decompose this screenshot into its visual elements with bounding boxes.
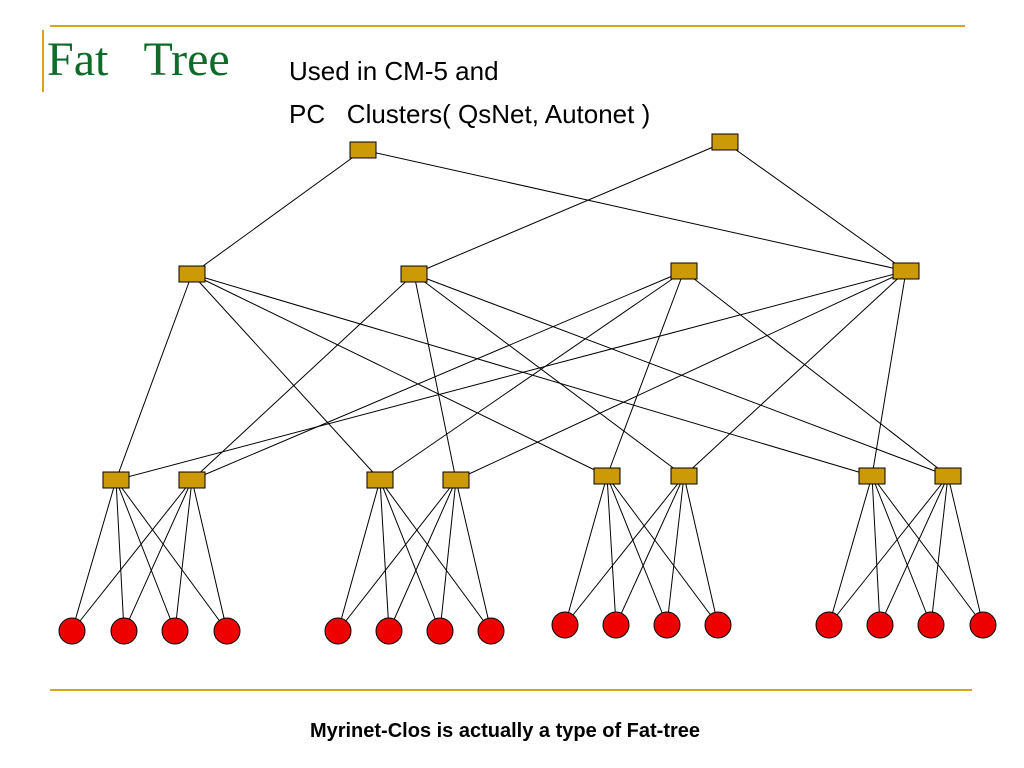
link-line — [828, 475, 949, 626]
link-line — [879, 475, 949, 626]
link-line — [828, 475, 873, 626]
bottom-rule — [50, 689, 972, 691]
compute-node — [161, 617, 189, 645]
compute-node — [653, 611, 681, 639]
link-line — [871, 475, 881, 626]
slide-caption: Myrinet-Clos is actually a type of Fat-t… — [309, 720, 701, 742]
subtitle-line-2: PC Clusters( QsNet, Autonet ) — [289, 99, 651, 129]
link-line — [115, 273, 193, 481]
link-line — [683, 270, 907, 477]
link-line — [666, 475, 685, 626]
link-line — [606, 475, 617, 626]
edge-switch — [102, 471, 130, 489]
link-line — [379, 479, 492, 632]
link-line — [191, 479, 228, 632]
link-line — [191, 149, 364, 275]
link-line — [615, 475, 685, 626]
link-line — [413, 273, 685, 477]
link-line — [362, 149, 907, 272]
compute-node — [969, 611, 997, 639]
compute-node — [426, 617, 454, 645]
link-line — [455, 479, 492, 632]
link-line — [947, 475, 984, 626]
subtitle-line-1: Used in CM-5 and — [289, 56, 499, 86]
middle-switch — [670, 262, 698, 280]
compute-node — [704, 611, 732, 639]
link-line — [191, 273, 381, 481]
link-line — [564, 475, 685, 626]
edge-switch — [670, 467, 698, 485]
link-line — [379, 270, 685, 481]
edge-switch — [366, 471, 394, 489]
link-line — [871, 270, 907, 477]
link-line — [191, 273, 608, 477]
link-line — [337, 479, 457, 632]
link-line — [413, 141, 726, 275]
top-rule — [50, 25, 965, 27]
compute-node — [324, 617, 352, 645]
link-line — [871, 475, 932, 626]
link-line — [174, 479, 193, 632]
switch-group — [102, 133, 962, 489]
link-line — [606, 475, 719, 626]
link-line — [191, 270, 685, 481]
edge-switch — [442, 471, 470, 489]
link-line — [191, 273, 415, 481]
link-line — [388, 479, 457, 632]
edge-switch — [858, 467, 886, 485]
link-line — [606, 270, 685, 477]
link-line — [455, 270, 907, 481]
link-line — [871, 475, 984, 626]
link-line — [606, 475, 668, 626]
middle-switch — [400, 265, 428, 283]
link-line — [115, 479, 125, 632]
tree-links — [71, 141, 984, 632]
compute-node — [58, 617, 86, 645]
link-line — [71, 479, 193, 632]
link-line — [115, 270, 907, 481]
top-switch — [349, 141, 377, 159]
link-line — [115, 479, 176, 632]
link-line — [683, 270, 949, 477]
edge-switch — [178, 471, 206, 489]
title-accent-bar — [42, 30, 44, 92]
compute-node — [110, 617, 138, 645]
link-line — [337, 479, 381, 632]
slide-title: Fat Tree — [47, 33, 230, 86]
link-line — [379, 479, 390, 632]
compute-node — [602, 611, 630, 639]
compute-node — [375, 617, 403, 645]
compute-node — [815, 611, 843, 639]
compute-node — [477, 617, 505, 645]
edge-switch — [593, 467, 621, 485]
link-line — [564, 475, 608, 626]
link-line — [123, 479, 193, 632]
compute-node — [866, 611, 894, 639]
link-line — [379, 479, 441, 632]
middle-switch — [892, 262, 920, 280]
link-line — [439, 479, 457, 632]
link-line — [115, 479, 228, 632]
compute-node — [917, 611, 945, 639]
top-switch — [711, 133, 739, 151]
compute-node — [213, 617, 241, 645]
link-line — [930, 475, 949, 626]
compute-node — [551, 611, 579, 639]
link-line — [683, 475, 719, 626]
link-line — [71, 479, 117, 632]
link-line — [724, 141, 907, 272]
middle-switch — [178, 265, 206, 283]
edge-switch — [934, 467, 962, 485]
compute-node-group — [58, 611, 997, 645]
